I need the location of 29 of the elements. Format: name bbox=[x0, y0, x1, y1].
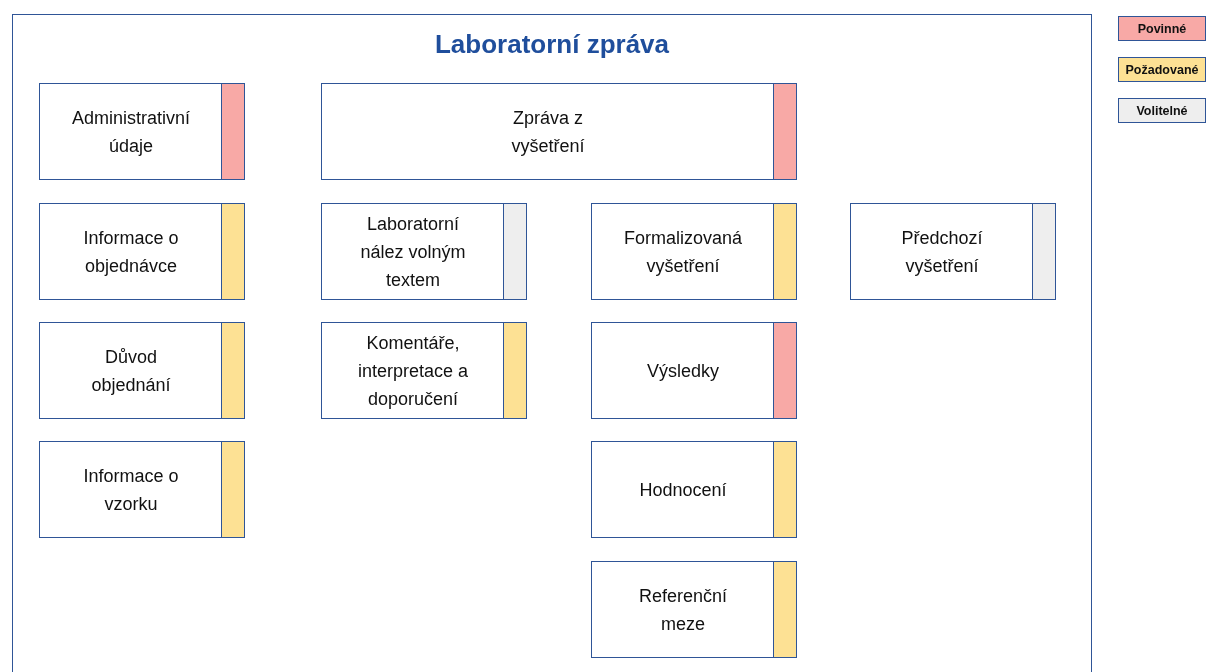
report-frame bbox=[12, 14, 1092, 672]
section-label: Důvod objednání bbox=[90, 345, 172, 397]
frame-heading: Laboratorní zpráva bbox=[433, 29, 671, 60]
section-label: Referenční meze bbox=[637, 584, 729, 636]
section-box bbox=[321, 203, 527, 300]
section-box bbox=[591, 441, 797, 538]
section-label: Administrativní údaje bbox=[70, 106, 191, 158]
section-box bbox=[39, 322, 245, 419]
section-label: Komentáře, interpretace a doporučení bbox=[356, 331, 470, 411]
section-box bbox=[39, 203, 245, 300]
section-box bbox=[321, 83, 797, 180]
legend-swatch: Volitelné bbox=[1118, 98, 1206, 123]
section-label: Formalizovaná vyšetření bbox=[622, 226, 743, 278]
section-label: Laboratorní nález volným textem bbox=[359, 212, 467, 292]
section-box bbox=[39, 83, 245, 180]
section-label: Výsledky bbox=[647, 359, 719, 383]
section-label: Hodnocení bbox=[639, 478, 727, 502]
section-box bbox=[591, 322, 797, 419]
legend-swatch: Povinné bbox=[1118, 16, 1206, 41]
section-label: Zpráva z vyšetření bbox=[510, 106, 586, 158]
legend-swatch: Požadované bbox=[1118, 57, 1206, 82]
section-box bbox=[321, 322, 527, 419]
section-box bbox=[591, 203, 797, 300]
section-label: Informace o objednávce bbox=[82, 226, 180, 278]
section-label: Informace o vzorku bbox=[82, 464, 180, 516]
section-label: Předchozí vyšetření bbox=[900, 226, 984, 278]
section-box bbox=[39, 441, 245, 538]
section-box bbox=[850, 203, 1056, 300]
section-box bbox=[591, 561, 797, 658]
